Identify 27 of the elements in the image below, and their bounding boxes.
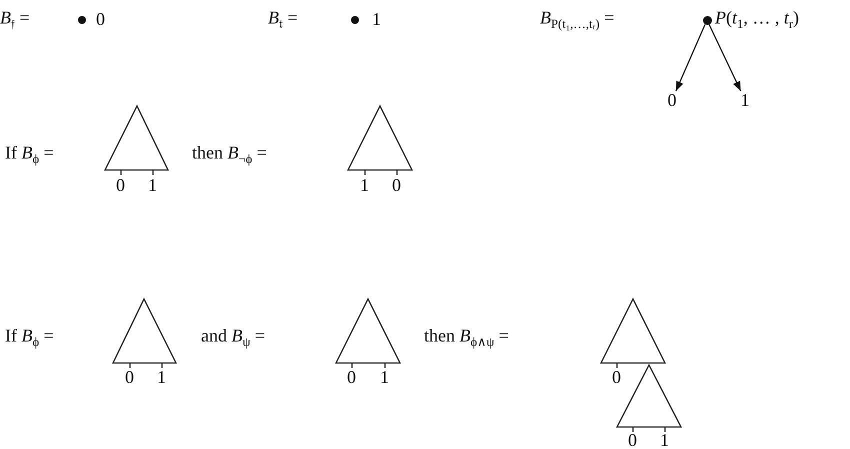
leaf-value: 1 — [157, 368, 166, 388]
formula-text: and B$_{ψ}$ = — [201, 326, 266, 350]
leaf-value: 0 — [392, 176, 401, 196]
leaf-value: 1 — [148, 176, 157, 196]
leaf-value: 0 — [347, 368, 356, 388]
arrow — [708, 24, 742, 92]
formula-text: If B$_{ϕ}$ = — [5, 143, 54, 167]
leaf-value: 0 — [628, 431, 637, 449]
leaf-value: 0 — [612, 368, 621, 388]
formula-text: If B$_{ϕ}$ = — [5, 326, 54, 350]
dot-node — [702, 16, 712, 24]
formula-text: B$_{P(t₁,…,tᵣ)}$ = — [540, 8, 614, 32]
formula-text: then B$_{¬ϕ}$ = — [192, 143, 267, 167]
leaf-value: 0 — [125, 368, 134, 388]
predicate-text: P(t$_{1}$, … , t$_{r}$) — [715, 8, 800, 32]
formula-text: then B$_{ϕ∧ψ}$ = — [424, 326, 509, 350]
leaf-value: 1 — [380, 368, 389, 388]
leaf-value: 0 — [96, 10, 105, 30]
leaf-value: 1 — [660, 431, 669, 449]
leaf-value: 1 — [360, 176, 369, 196]
arrow — [675, 24, 706, 92]
formula-text: B$_{𝔣}$ = — [0, 8, 30, 32]
leaf-value: 0 — [668, 91, 676, 109]
leaf-value: 1 — [372, 10, 381, 30]
leaf-value: 1 — [740, 91, 750, 109]
formula-text: B$_{𝔱}$ = — [268, 8, 298, 32]
leaf-value: 0 — [116, 176, 125, 196]
